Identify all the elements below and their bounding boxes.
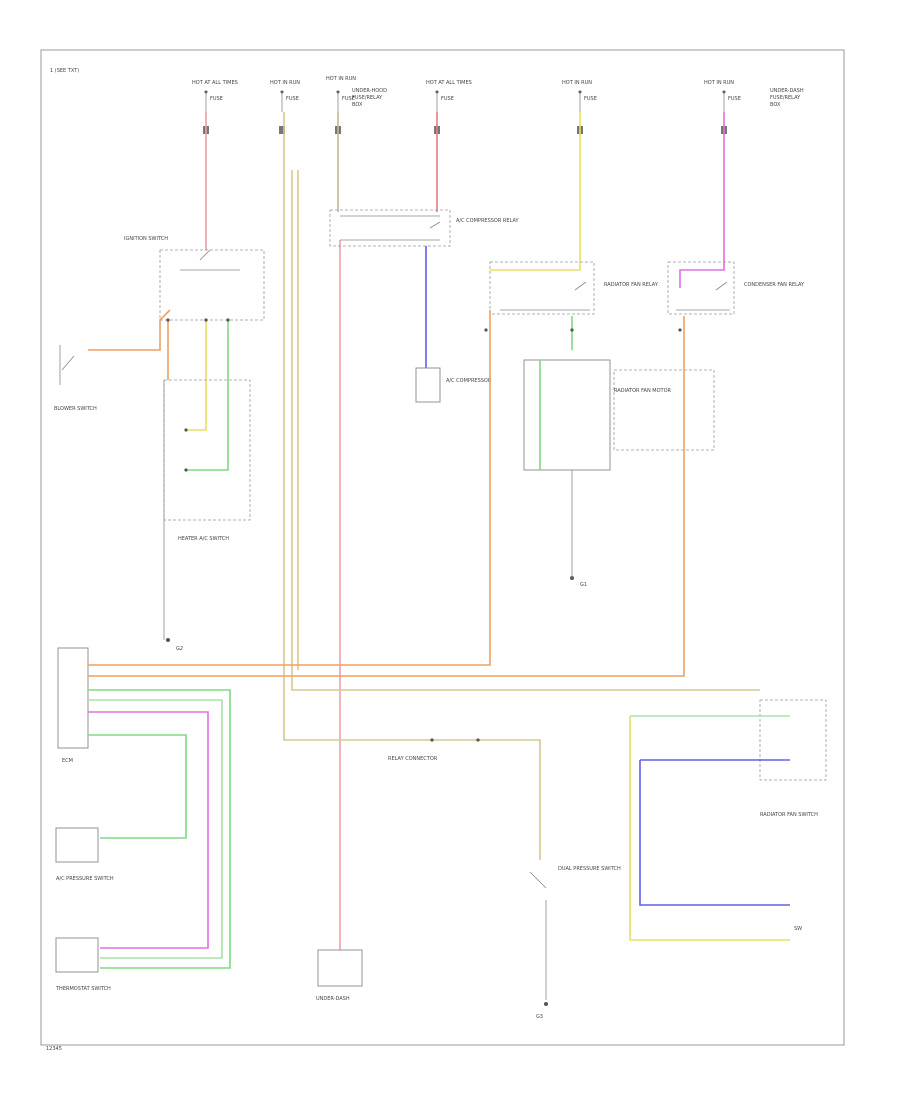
wire-green-3 bbox=[88, 699, 223, 959]
radiator-fan-switch: RADIATOR FAN SWITCH SW bbox=[629, 699, 827, 941]
fuse-label-1: HOT AT ALL TIMES bbox=[192, 80, 238, 86]
condenser-fan-relay: CONDENSER FAN RELAY bbox=[667, 261, 805, 315]
ground-g3-label: G3 bbox=[536, 1014, 543, 1020]
svg-text:RELAY CONNECTOR: RELAY CONNECTOR bbox=[388, 756, 438, 762]
wire-orange-2 bbox=[88, 310, 491, 666]
svg-text:UNDER-DASH: UNDER-DASH bbox=[316, 996, 350, 1002]
condenser-fan-relay-label: CONDENSER FAN RELAY bbox=[744, 282, 805, 288]
wire-magenta-2 bbox=[88, 711, 209, 949]
ac-compressor-label: A/C COMPRESSOR bbox=[446, 378, 492, 384]
svg-text:SW: SW bbox=[794, 926, 802, 932]
heater-ac-switch: HEATER A/C SWITCH bbox=[163, 379, 251, 640]
ac-pressure-switch: A/C PRESSURE SWITCH THERMOSTAT SWITCH bbox=[55, 827, 114, 992]
wire-orange-1 bbox=[88, 309, 171, 351]
corner-label-bottom: 12345 bbox=[46, 1046, 62, 1052]
fuse-header-row: HOT AT ALL TIMES HOT IN RUN HOT IN RUN H… bbox=[192, 76, 734, 86]
diagram-frame bbox=[40, 49, 845, 1046]
svg-text:FUSE: FUSE bbox=[441, 96, 454, 102]
svg-text:FUSE: FUSE bbox=[210, 96, 223, 102]
radiator-fan-switch-label: RADIATOR FAN SWITCH bbox=[760, 812, 818, 818]
ac-compressor-relay-label: A/C COMPRESSOR RELAY bbox=[456, 218, 519, 224]
blower-switch: BLOWER SWITCH bbox=[54, 345, 97, 412]
ac-compressor-relay: A/C COMPRESSOR RELAY bbox=[329, 209, 519, 247]
svg-text:BOX: BOX bbox=[770, 102, 781, 108]
dual-pressure-switch: DUAL PRESSURE SWITCH RELAY CONNECTOR bbox=[388, 739, 621, 1000]
heater-ac-switch-label: HEATER A/C SWITCH bbox=[178, 536, 229, 542]
svg-text:UNDER-HOOD: UNDER-HOOD bbox=[352, 88, 387, 94]
wire-green-4 bbox=[88, 734, 187, 839]
wire-orange-3 bbox=[88, 316, 685, 677]
wire-green-2 bbox=[88, 689, 231, 969]
svg-text:FUSE: FUSE bbox=[342, 96, 355, 102]
ground-g1-label: G1 bbox=[580, 582, 587, 588]
condenser-fan-motor bbox=[613, 369, 715, 451]
wire-magenta-1 bbox=[679, 112, 725, 288]
radiator-fan-motor: RADIATOR FAN MOTOR bbox=[523, 316, 672, 471]
relay-box-center: UNDER-DASH bbox=[316, 949, 363, 1002]
svg-text:BOX: BOX bbox=[352, 102, 363, 108]
svg-text:UNDER-DASH: UNDER-DASH bbox=[770, 88, 804, 94]
fuse-label-3: HOT IN RUN bbox=[326, 76, 356, 82]
wire-yellow-2 bbox=[186, 320, 207, 431]
fuse-label-5: HOT IN RUN bbox=[562, 80, 592, 86]
svg-text:FUSE/RELAY: FUSE/RELAY bbox=[352, 95, 383, 101]
wire-tan-2 bbox=[291, 170, 760, 691]
svg-text:FUSE/RELAY: FUSE/RELAY bbox=[770, 95, 801, 101]
fuse-label-2: HOT IN RUN bbox=[270, 80, 300, 86]
wire-tan-1 bbox=[283, 112, 420, 741]
svg-text:FUSE: FUSE bbox=[728, 96, 741, 102]
wire-yellow-1 bbox=[490, 112, 581, 271]
ground-g2-label: G2 bbox=[176, 646, 183, 652]
radiator-fan-relay: RADIATOR FAN RELAY bbox=[489, 261, 659, 315]
ecm: ECM bbox=[57, 647, 89, 764]
blower-switch-label: BLOWER SWITCH bbox=[54, 406, 97, 412]
grounds: G1 G2 G3 bbox=[166, 470, 587, 1020]
corner-label-top: 1 (SEE TXT) bbox=[50, 68, 79, 74]
fuse-label-6: HOT IN RUN bbox=[704, 80, 734, 86]
ecm-label: ECM bbox=[62, 758, 73, 764]
thermostat-switch-label: THERMOSTAT SWITCH bbox=[55, 986, 111, 992]
ignition-switch-label: IGNITION SWITCH bbox=[124, 236, 168, 242]
svg-text:FUSE: FUSE bbox=[584, 96, 597, 102]
fuse-label-4: HOT AT ALL TIMES bbox=[426, 80, 472, 86]
radiator-fan-motor-label: RADIATOR FAN MOTOR bbox=[614, 388, 672, 394]
wire-green-1 bbox=[186, 320, 229, 471]
ac-pressure-switch-label: A/C PRESSURE SWITCH bbox=[56, 876, 114, 882]
ignition-switch: IGNITION SWITCH bbox=[124, 236, 265, 321]
ac-compressor: A/C COMPRESSOR bbox=[415, 367, 492, 403]
connector-dots bbox=[166, 318, 682, 742]
radiator-fan-relay-label: RADIATOR FAN RELAY bbox=[604, 282, 659, 288]
svg-text:FUSE: FUSE bbox=[286, 96, 299, 102]
dual-pressure-switch-label: DUAL PRESSURE SWITCH bbox=[558, 866, 621, 872]
